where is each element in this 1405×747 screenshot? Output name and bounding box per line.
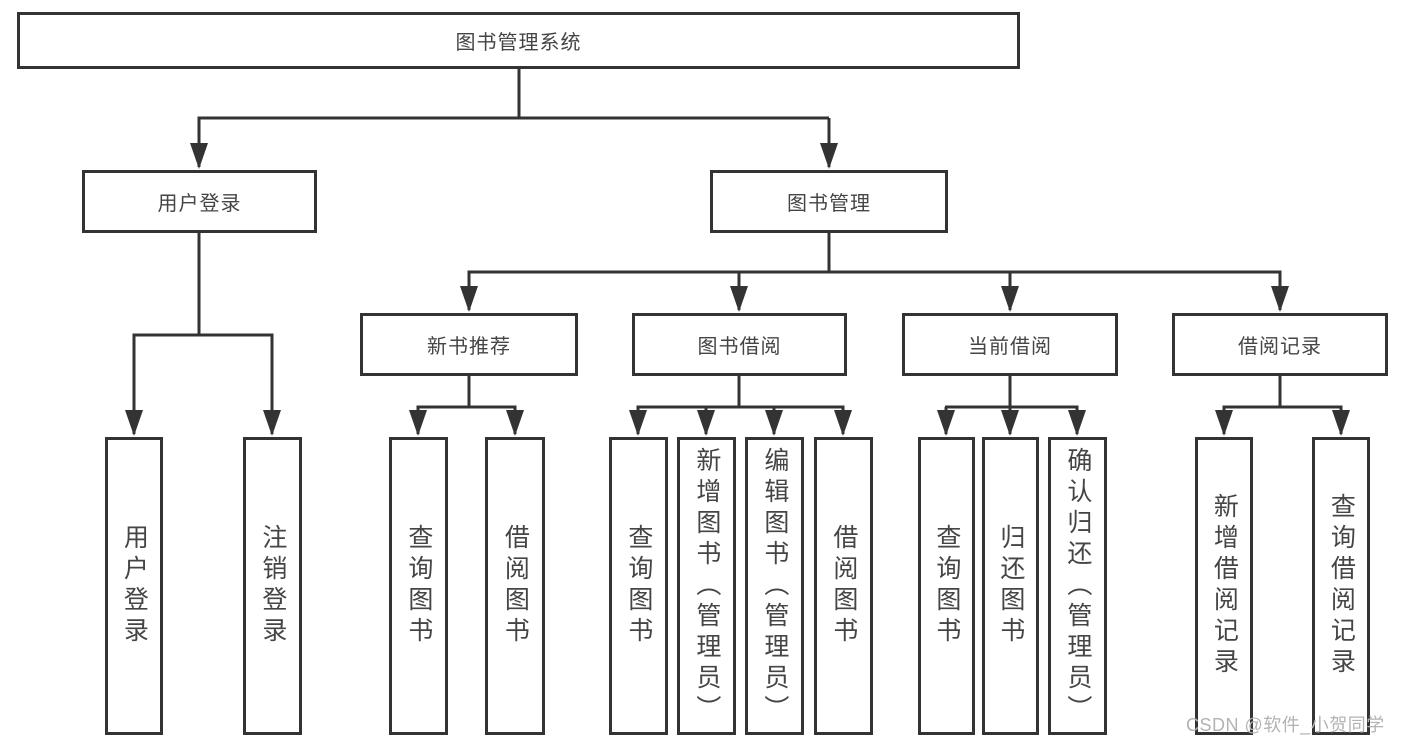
leaf-recommend-borrow-books-label: 借阅图书 bbox=[501, 524, 530, 648]
leaf-recommend-query-books: 查询图书 bbox=[389, 437, 448, 735]
node-book-borrow: 图书借阅 bbox=[632, 313, 847, 376]
leaf-current-confirm-return-admin-label: 确认归还（管理员） bbox=[1063, 446, 1092, 726]
leaf-borrow-query-books-label: 查询图书 bbox=[624, 524, 653, 648]
leaf-borrow-add-books-admin-label: 新增图书（管理员） bbox=[692, 446, 721, 726]
leaf-current-return-books: 归还图书 bbox=[982, 437, 1039, 735]
leaf-borrow-borrow-books: 借阅图书 bbox=[814, 437, 873, 735]
leaf-records-query-record-label: 查询借阅记录 bbox=[1327, 493, 1356, 679]
leaf-borrow-query-books: 查询图书 bbox=[609, 437, 668, 735]
leaf-recommend-query-books-label: 查询图书 bbox=[404, 524, 433, 648]
leaf-borrow-edit-books-admin-label: 编辑图书（管理员） bbox=[760, 446, 789, 726]
leaf-current-return-books-label: 归还图书 bbox=[996, 524, 1025, 648]
leaf-borrow-add-books-admin: 新增图书（管理员） bbox=[677, 437, 736, 735]
node-user-login-label: 用户登录 bbox=[157, 193, 242, 215]
leaf-logout: 注销登录 bbox=[243, 437, 302, 735]
leaf-records-query-record: 查询借阅记录 bbox=[1312, 437, 1370, 735]
node-borrow-records: 借阅记录 bbox=[1172, 313, 1388, 376]
node-root-label: 图书管理系统 bbox=[455, 32, 582, 54]
leaf-records-add-record-label: 新增借阅记录 bbox=[1210, 493, 1239, 679]
csdn-watermark: CSDN @软件_小贺同学 bbox=[1186, 715, 1385, 735]
leaf-current-query-books-label: 查询图书 bbox=[932, 524, 961, 648]
node-new-book-recommend: 新书推荐 bbox=[360, 313, 578, 376]
node-root: 图书管理系统 bbox=[17, 12, 1020, 69]
leaf-user-login-label: 用户登录 bbox=[120, 524, 149, 648]
leaf-logout-label: 注销登录 bbox=[258, 524, 287, 648]
leaf-recommend-borrow-books: 借阅图书 bbox=[485, 437, 545, 735]
node-book-management-label: 图书管理 bbox=[787, 193, 871, 215]
leaf-user-login: 用户登录 bbox=[105, 437, 163, 735]
node-book-borrow-label: 图书借阅 bbox=[697, 336, 782, 358]
node-current-borrow-label: 当前借阅 bbox=[968, 336, 1052, 358]
node-new-book-recommend-label: 新书推荐 bbox=[427, 336, 511, 358]
leaf-current-query-books: 查询图书 bbox=[918, 437, 975, 735]
leaf-current-confirm-return-admin: 确认归还（管理员） bbox=[1048, 437, 1107, 735]
leaf-records-add-record: 新增借阅记录 bbox=[1195, 437, 1253, 735]
node-user-login: 用户登录 bbox=[82, 170, 317, 233]
node-current-borrow: 当前借阅 bbox=[902, 313, 1118, 376]
leaf-borrow-edit-books-admin: 编辑图书（管理员） bbox=[745, 437, 804, 735]
node-book-management: 图书管理 bbox=[710, 170, 948, 233]
leaf-borrow-borrow-books-label: 借阅图书 bbox=[829, 524, 858, 648]
node-borrow-records-label: 借阅记录 bbox=[1238, 336, 1322, 358]
